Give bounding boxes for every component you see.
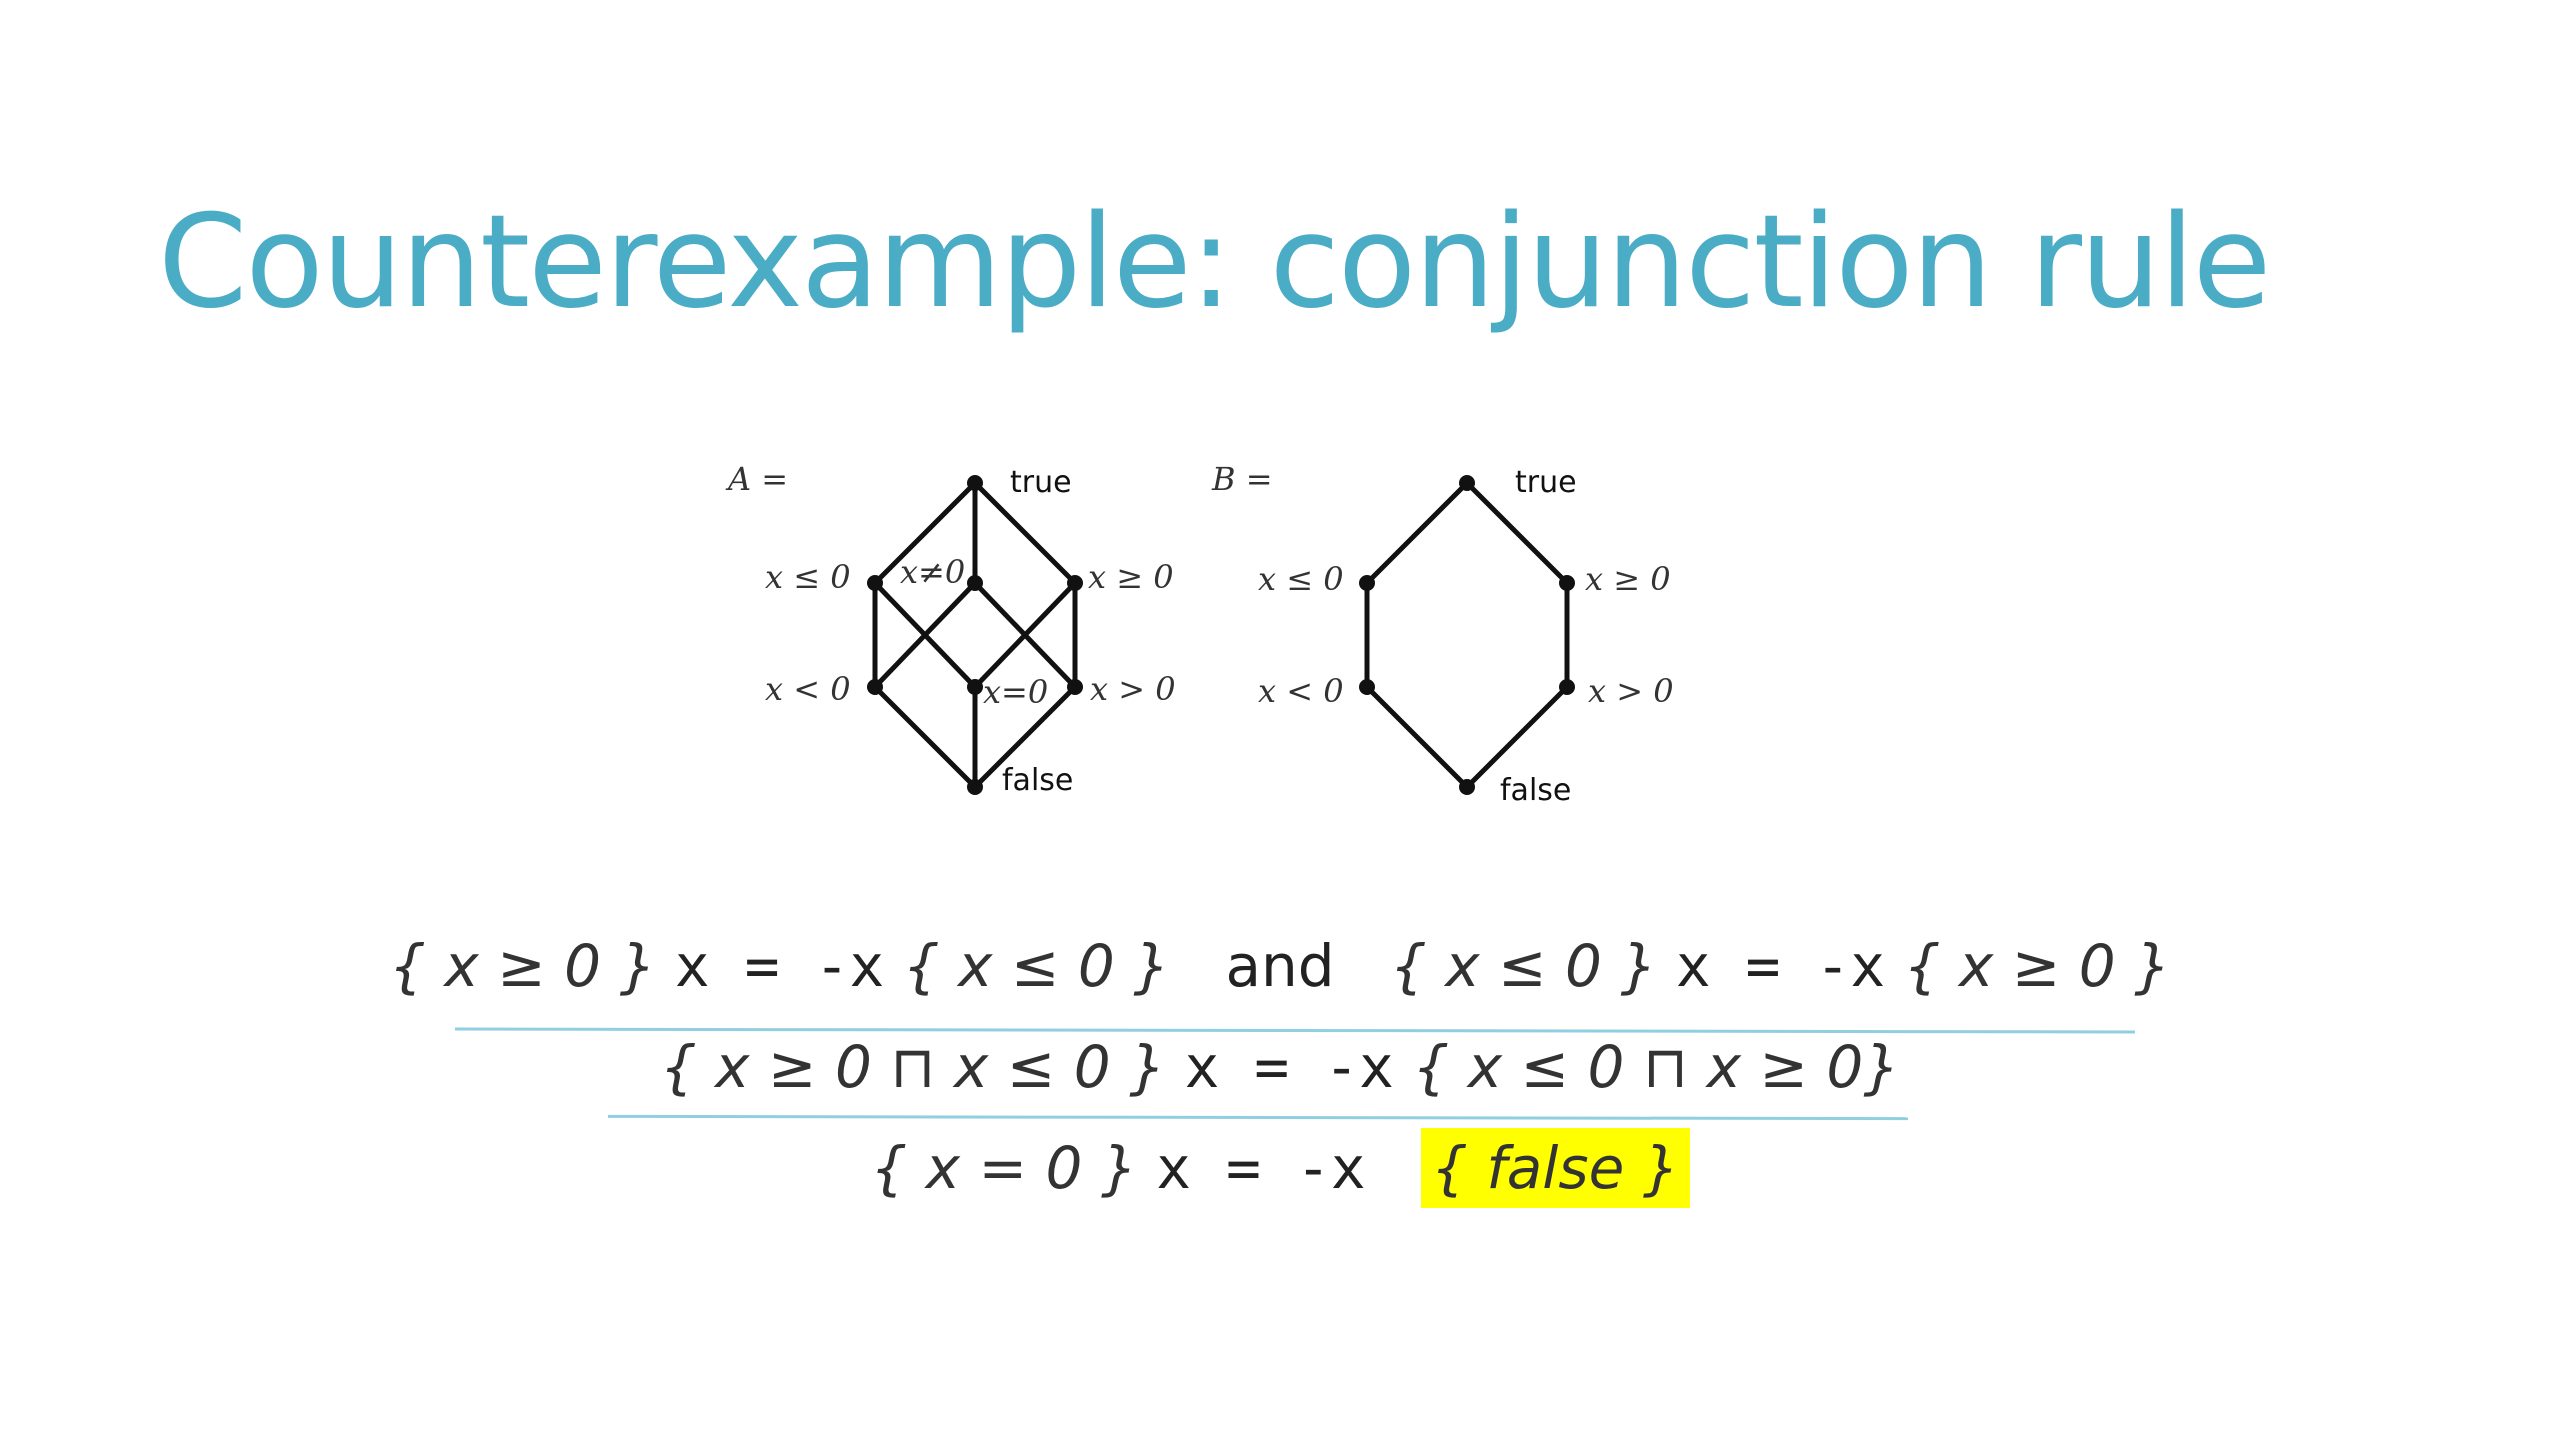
lattice-a-label-eq0: x=0	[983, 673, 1048, 711]
lattice-a-node-gt0	[1067, 679, 1083, 695]
result-postcondition-highlighted: { false }	[1420, 1128, 1690, 1208]
lattice-b-label-false: false	[1500, 773, 1571, 808]
conclusion-command: x = -x	[1184, 1033, 1394, 1101]
rule-conclusion: { x ≥ 0 ⊓ x ≤ 0 } x = -x { x ≤ 0 ⊓ x ≥ 0…	[0, 1033, 2560, 1101]
lattice-a-label-gt0: x > 0	[1090, 670, 1176, 708]
lattice-a-node-lt0	[867, 679, 883, 695]
lattice-b-node-false	[1459, 779, 1475, 795]
result-command: x = -x	[1156, 1134, 1366, 1202]
slide-title: Counterexample: conjunction rule	[158, 188, 2271, 337]
lattice-b-node-gt0	[1559, 679, 1575, 695]
premise2-precondition: { x ≤ 0 }	[1389, 932, 1658, 1000]
lattice-b-name: B =	[1211, 460, 1273, 498]
lattice-b-label-le0: x ≤ 0	[1258, 560, 1344, 598]
rule-premises: { x ≥ 0 } x = -x { x ≤ 0 } and { x ≤ 0 }…	[0, 932, 2560, 1000]
lattice-b-label-lt0: x < 0	[1258, 672, 1344, 710]
lattice-a-label-ge0: x ≥ 0	[1088, 558, 1174, 596]
lattice-a-name: A =	[725, 460, 788, 498]
lattice-a-label-false: false	[1002, 763, 1073, 798]
lattice-a-node-true	[967, 475, 983, 491]
lattice-a-label-true: true	[1010, 465, 1072, 500]
lattice-a-node-le0	[867, 575, 883, 591]
premise2-command: x = -x	[1675, 932, 1886, 1000]
lattice-b: B = true x ≤ 0 x ≥ 0 x < 0 x > 0 false	[1211, 460, 1674, 808]
premise1-postcondition: { x ≤ 0 }	[902, 932, 1171, 1000]
premise1-command: x = -x	[674, 932, 885, 1000]
lattice-a-label-lt0: x < 0	[765, 670, 851, 708]
lattice-b-label-gt0: x > 0	[1588, 672, 1674, 710]
rule-result: { x = 0 } x = -x { false }	[0, 1128, 2560, 1208]
lattice-b-label-ge0: x ≥ 0	[1585, 560, 1671, 598]
lattice-a-node-eq0	[967, 679, 983, 695]
lattice-a: A = true x ≤ 0 x≠0	[725, 460, 1176, 798]
lattice-b-node-ge0	[1559, 575, 1575, 591]
lattice-b-node-true	[1459, 475, 1475, 491]
lattice-a-label-le0: x ≤ 0	[765, 558, 851, 596]
conclusion-postcondition: { x ≤ 0 ⊓ x ≥ 0}	[1412, 1033, 1901, 1101]
conclusion-precondition: { x ≥ 0 ⊓ x ≤ 0 }	[659, 1033, 1167, 1101]
lattice-a-label-ne0: x≠0	[900, 553, 965, 591]
lattice-b-node-le0	[1359, 575, 1375, 591]
result-precondition: { x = 0 }	[870, 1134, 1138, 1202]
lattice-b-node-lt0	[1359, 679, 1375, 695]
lattice-b-label-true: true	[1515, 465, 1577, 500]
premise2-postcondition: { x ≥ 0 }	[1903, 932, 2172, 1000]
lattice-a-node-ne0	[967, 575, 983, 591]
lattice-a-node-false	[967, 779, 983, 795]
premise1-precondition: { x ≥ 0 }	[388, 932, 657, 1000]
and-word: and	[1225, 932, 1335, 1000]
lattice-a-node-ge0	[1067, 575, 1083, 591]
